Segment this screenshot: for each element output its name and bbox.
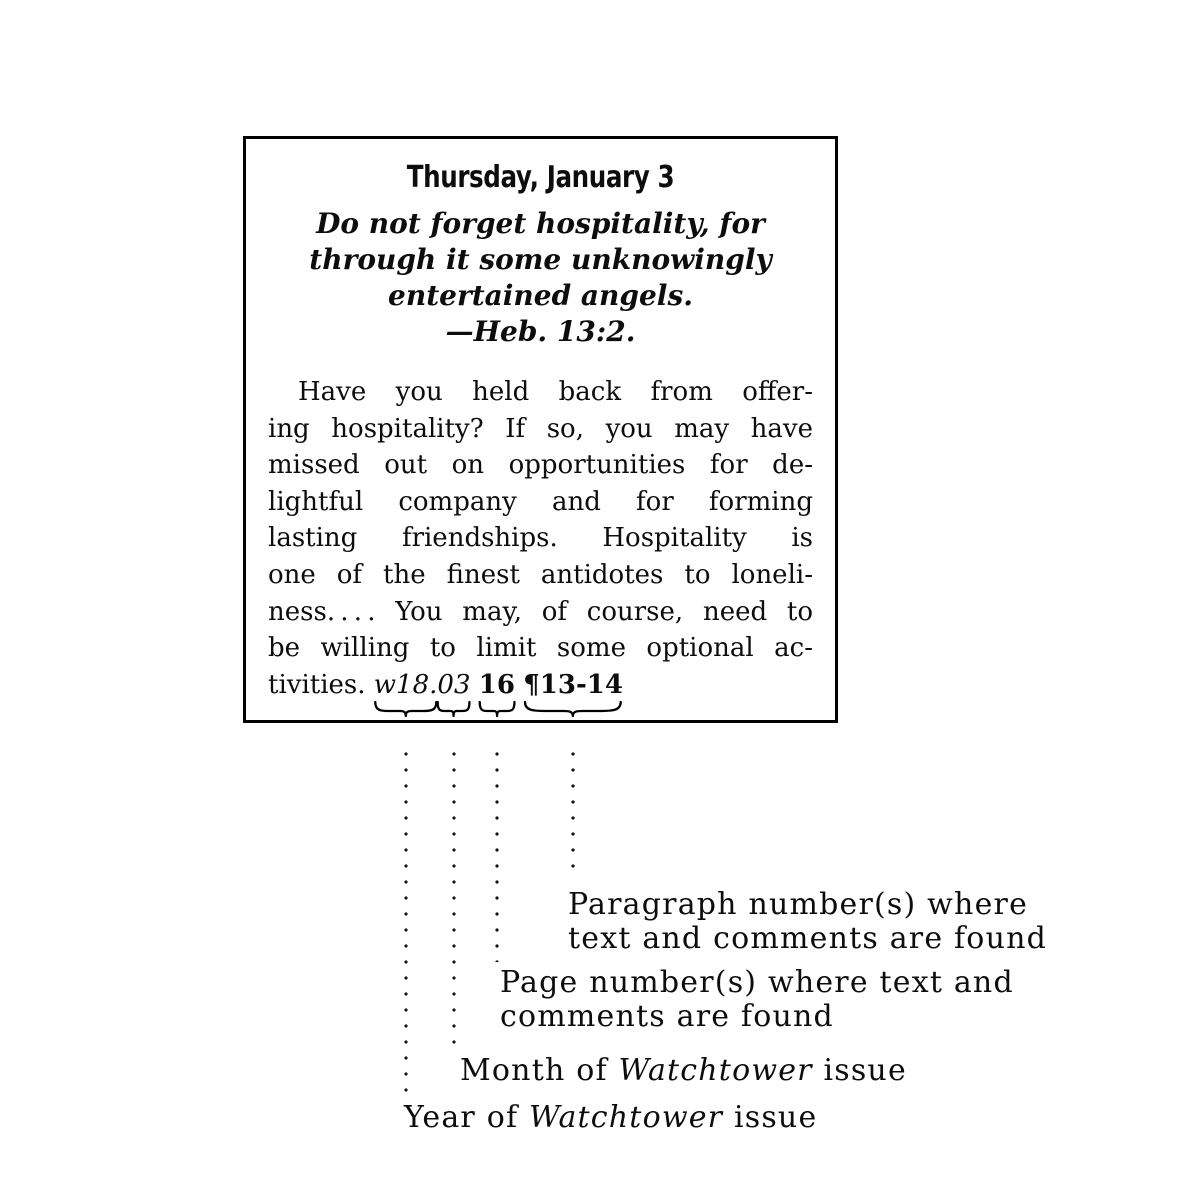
citation-month: 03 (437, 669, 471, 700)
date-heading: Thursday, January 3 (406, 160, 675, 195)
month-label-prefix: Month of (460, 1053, 619, 1088)
leader-line-page (494, 746, 499, 962)
underbrace-paragraph-icon (523, 701, 623, 717)
underbrace-year-icon (374, 701, 438, 717)
month-label-magazine: Watchtower (618, 1053, 813, 1088)
body-line: lasting friendships. Hospitality is (268, 523, 813, 554)
page-number-label: Page number(s) where text and comments a… (500, 966, 1014, 1034)
scripture-reference: —Heb. 13:2. (445, 315, 636, 348)
leader-line-month (451, 746, 456, 1045)
body-line: lightful company and for forming (268, 486, 813, 517)
citation-prefix: tivities. (268, 669, 374, 700)
comment-paragraph: Have you held back from offer- ing hospi… (268, 374, 813, 703)
citation-paragraphs: ¶13-14 (523, 669, 623, 700)
citation-page: 16 (478, 669, 515, 700)
year-label-magazine: Watchtower (529, 1100, 724, 1135)
paragraph-number-label-line1: Paragraph number(s) where (568, 887, 1029, 922)
body-line: ing hospitality? If so, you may have (268, 413, 813, 444)
scripture-line: entertained angels. (388, 279, 693, 312)
citation-line: tivities. w18.03 16 ¶13-14 (268, 667, 813, 704)
scripture-line: through it some unknowingly (309, 243, 772, 276)
year-label-prefix: Year of (404, 1100, 530, 1135)
scripture-line: Do not forget hospitality, for (316, 207, 765, 240)
leader-line-year (403, 746, 408, 1093)
paragraph-number-label-line2: text and comments are found (568, 921, 1048, 956)
month-label: Month of Watchtower issue (460, 1054, 907, 1088)
year-label: Year of Watchtower issue (404, 1101, 817, 1135)
body-line: one of the finest antidotes to loneli- (268, 559, 813, 590)
page-number-label-line1: Page number(s) where text and (500, 965, 1014, 1000)
scripture-quote: Do not forget hospitality, for through i… (268, 206, 813, 350)
underbrace-page-icon (479, 701, 515, 717)
underbrace-month-icon (437, 701, 470, 717)
body-line: ness. . . . You may, of course, need to (268, 596, 813, 627)
daily-text-box: Thursday, January 3 Do not forget hospit… (243, 136, 838, 723)
paragraph-number-label: Paragraph number(s) where text and comme… (568, 888, 1047, 956)
year-label-suffix: issue (723, 1100, 818, 1135)
leader-line-paragraph (571, 746, 576, 878)
body-line: Have you held back from offer- (298, 377, 813, 407)
month-label-suffix: issue (812, 1053, 907, 1088)
page-number-label-line2: comments are found (500, 999, 834, 1034)
body-line: be willing to limit some optional ac- (268, 633, 813, 664)
citation-year: w18. (373, 669, 438, 700)
body-line: missed out on opportunities for de- (268, 450, 813, 481)
